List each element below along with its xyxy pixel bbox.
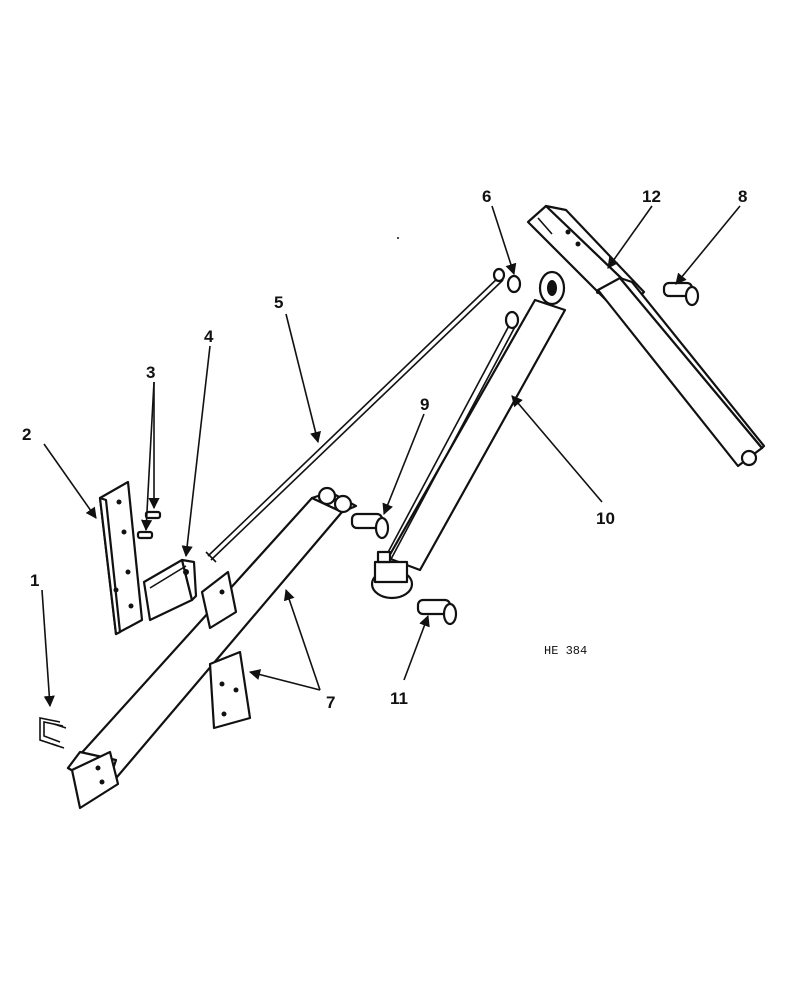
callout-10: 10 <box>596 509 615 528</box>
callout-6: 6 <box>482 187 491 206</box>
callout-12: 12 <box>642 187 661 206</box>
callout-1: 1 <box>30 571 39 590</box>
part-5-rod <box>205 267 506 563</box>
part-9-pin <box>350 512 390 540</box>
leader-lines <box>41 205 741 708</box>
callout-5: 5 <box>274 293 283 312</box>
callout-11: 11 <box>390 689 408 708</box>
callout-2: 2 <box>22 425 31 444</box>
callout-3: 3 <box>146 363 155 382</box>
part-11-pin <box>416 598 458 626</box>
part-6-bushing <box>506 274 522 294</box>
part-12-upper-arm <box>526 204 766 468</box>
part-2-plate <box>98 480 144 636</box>
drawing-code: HE 384 <box>544 644 587 658</box>
part-7-plates <box>200 570 252 730</box>
registration-dot <box>397 237 399 239</box>
callout-9: 9 <box>420 395 429 414</box>
callout-7: 7 <box>326 693 335 712</box>
end-plate <box>70 750 120 810</box>
part-4-bracket <box>142 558 198 622</box>
callout-8: 8 <box>738 187 747 206</box>
hydraulic-line <box>376 310 520 564</box>
part-8-pin <box>662 281 700 307</box>
part-1-u-bolt <box>39 717 67 749</box>
part-3-studs <box>136 510 162 540</box>
part-10-cylinder <box>370 270 567 600</box>
callout-4: 4 <box>204 327 214 346</box>
